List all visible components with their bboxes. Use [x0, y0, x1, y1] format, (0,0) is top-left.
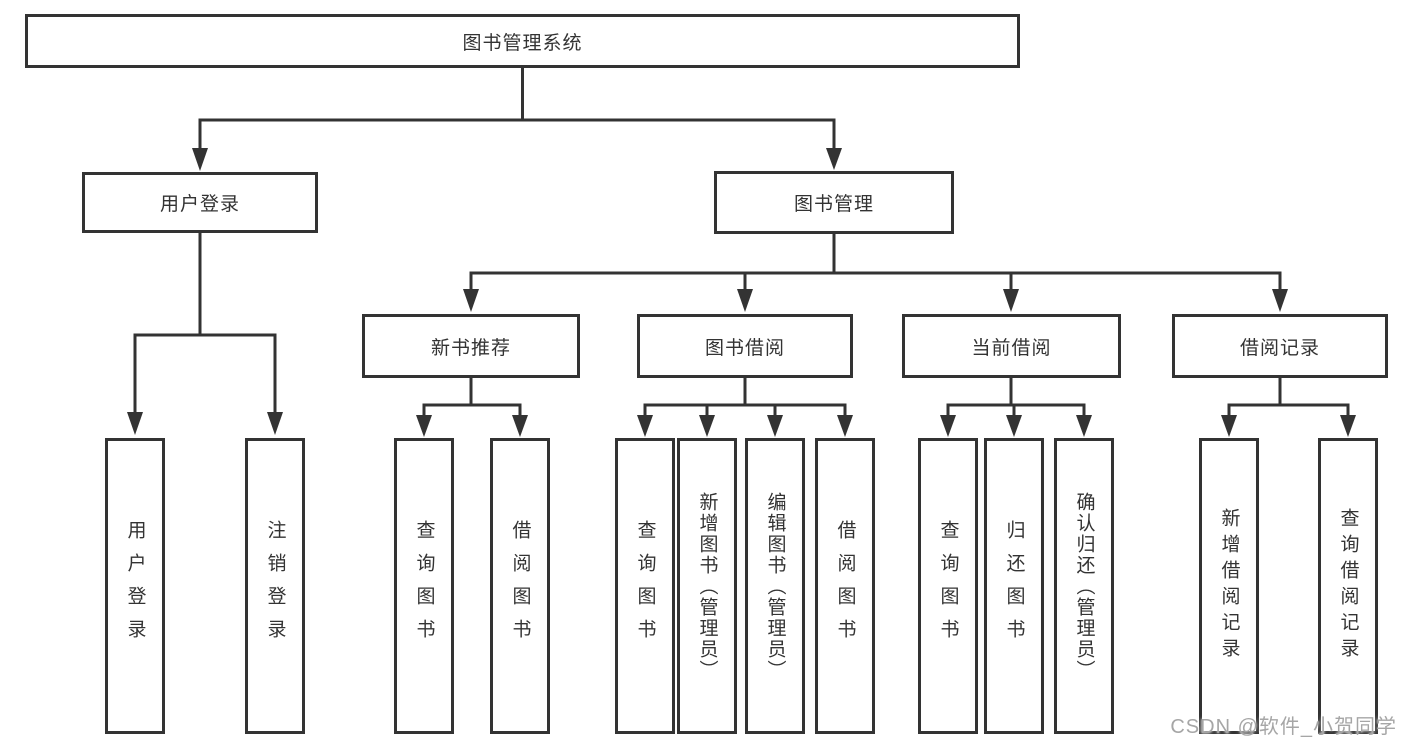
connector-user-login-to-leaves	[133, 233, 277, 412]
csdn-watermark: CSDN @软件_小贺同学	[1170, 716, 1397, 738]
node-label: 图书管理	[793, 194, 874, 215]
arrowheads-new-book-recommendation-to-leaves	[416, 415, 528, 437]
node-label: 用户登录	[159, 194, 240, 215]
node-label: 归还图书	[1003, 520, 1025, 652]
node-label: 图书管理系统	[462, 32, 583, 54]
node-library-management-system: 图书管理系统	[25, 14, 1020, 68]
leaf-query-books-2: 查询图书	[615, 438, 675, 734]
node-label: 新增借阅记录	[1218, 508, 1240, 664]
leaf-logout: 注销登录	[245, 438, 305, 734]
arrowheads-book-management-to-level3	[463, 289, 1288, 312]
node-label: 新增图书（管理员）	[696, 491, 718, 681]
node-label: 查询图书	[634, 520, 656, 652]
node-new-book-recommendation: 新书推荐	[362, 314, 580, 378]
arrowheads-current-borrowing-to-leaves	[940, 415, 1092, 437]
node-label: 编辑图书（管理员）	[764, 491, 786, 681]
node-label: 借阅记录	[1239, 337, 1320, 359]
leaf-borrow-books: 借阅图书	[490, 438, 550, 734]
arrowheads-borrowing-records-to-leaves	[1221, 415, 1356, 437]
leaf-user-login: 用户登录	[105, 438, 165, 734]
node-borrowing-records: 借阅记录	[1172, 314, 1388, 378]
node-book-borrowing: 图书借阅	[637, 314, 853, 378]
node-label: 借阅图书	[509, 520, 531, 652]
node-label: 查询借阅记录	[1337, 508, 1359, 664]
node-label: 用户登录	[124, 520, 146, 652]
connector-root-to-level2	[198, 68, 836, 148]
leaf-query-books: 查询图书	[394, 438, 454, 734]
node-label: 查询图书	[413, 520, 435, 652]
node-book-management: 图书管理	[714, 171, 954, 234]
arrowheads-book-borrowing-to-leaves	[637, 415, 853, 437]
leaf-confirm-return-admin: 确认归还（管理员）	[1054, 438, 1114, 734]
node-label: 查询图书	[937, 520, 959, 652]
node-user-login: 用户登录	[82, 172, 318, 233]
node-label: 借阅图书	[834, 520, 856, 652]
node-current-borrowing: 当前借阅	[902, 314, 1121, 378]
arrowheads-user-login-to-leaves	[127, 412, 283, 435]
node-label: 确认归还（管理员）	[1073, 491, 1095, 681]
connector-current-borrowing-to-leaves	[946, 378, 1086, 415]
connector-borrowing-records-to-leaves	[1227, 378, 1350, 415]
leaf-add-borrow-record: 新增借阅记录	[1199, 438, 1259, 734]
node-label: 当前借阅	[971, 337, 1052, 359]
connector-book-management-to-level3	[469, 234, 1282, 289]
node-label: 图书借阅	[704, 337, 785, 359]
leaf-edit-books-admin: 编辑图书（管理员）	[745, 438, 805, 734]
leaf-query-books-3: 查询图书	[918, 438, 978, 734]
node-label: 注销登录	[264, 520, 286, 652]
connector-new-book-recommendation-to-leaves	[422, 378, 522, 415]
leaf-return-books: 归还图书	[984, 438, 1044, 734]
node-label: 新书推荐	[430, 337, 511, 359]
leaf-borrow-books-2: 借阅图书	[815, 438, 875, 734]
connector-book-borrowing-to-leaves	[643, 378, 847, 415]
arrowheads-root-to-level2	[192, 148, 842, 171]
leaf-query-borrow-record: 查询借阅记录	[1318, 438, 1378, 734]
leaf-add-books-admin: 新增图书（管理员）	[677, 438, 737, 734]
